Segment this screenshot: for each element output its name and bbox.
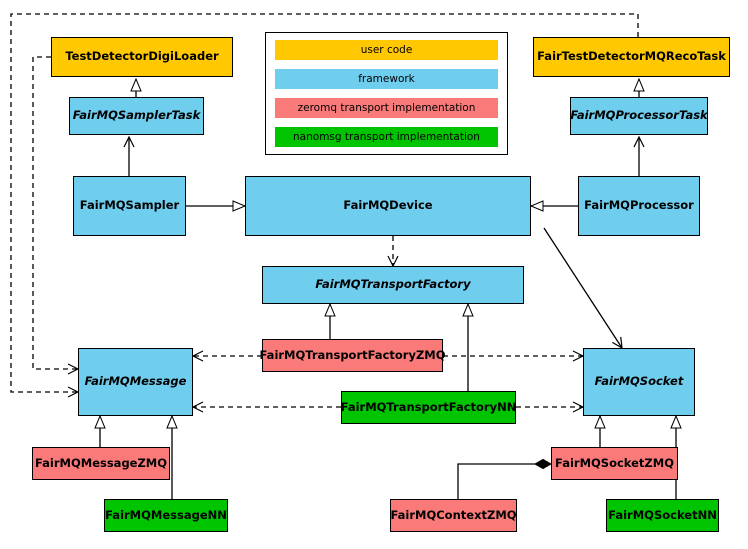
class-node-fairmqmessagenn[interactable]: FairMQMessageNN xyxy=(104,499,228,532)
class-label: FairMQSocketNN xyxy=(608,507,717,522)
class-node-testdetectordigiloader[interactable]: TestDetectorDigiLoader xyxy=(51,37,233,77)
class-node-fairmqsocket[interactable]: FairMQSocket xyxy=(583,348,695,416)
legend-item-zeromq: zeromq transport implementation xyxy=(275,98,498,118)
class-node-fairmqmessagezmq[interactable]: FairMQMessageZMQ xyxy=(32,447,170,480)
legend-box: user code framework zeromq transport imp… xyxy=(265,32,508,155)
class-node-fairmqprocessortask[interactable]: FairMQProcessorTask xyxy=(570,97,708,135)
class-node-fairmqtransportfactorynn[interactable]: FairMQTransportFactoryNN xyxy=(341,391,516,424)
legend-item-nanomsg: nanomsg transport implementation xyxy=(275,127,498,147)
legend-label-user-code: user code xyxy=(360,44,413,56)
class-label: FairMQTransportFactory xyxy=(315,277,471,292)
class-node-fairmqprocessor[interactable]: FairMQProcessor xyxy=(578,176,700,236)
class-label: FairMQDevice xyxy=(343,198,433,213)
edge-association-device-socket xyxy=(543,227,622,348)
class-node-fairmqtransportfactoryzmq[interactable]: FairMQTransportFactoryZMQ xyxy=(259,339,446,372)
class-node-fairmqsampler[interactable]: FairMQSampler xyxy=(73,176,186,236)
legend-label-framework: framework xyxy=(358,73,415,85)
class-label: FairMQSampler xyxy=(79,198,180,213)
class-label: FairMQSocket xyxy=(594,374,684,389)
class-node-fairmqsamplertask[interactable]: FairMQSamplerTask xyxy=(69,97,204,135)
class-label: FairMQContextZMQ xyxy=(390,507,517,522)
legend-item-framework: framework xyxy=(275,69,498,89)
class-node-fairmqmessage[interactable]: FairMQMessage xyxy=(78,348,193,416)
class-node-fairmqtransportfactory[interactable]: FairMQTransportFactory xyxy=(262,266,524,304)
class-label: FairMQProcessor xyxy=(584,198,694,213)
class-node-fairmqdevice[interactable]: FairMQDevice xyxy=(245,176,531,236)
class-label: FairMQMessageZMQ xyxy=(34,455,168,470)
class-label: TestDetectorDigiLoader xyxy=(65,49,219,64)
class-node-fairmqsocketnn[interactable]: FairMQSocketNN xyxy=(606,499,719,532)
class-label: FairMQMessage xyxy=(84,374,187,389)
class-node-fairmqcontextzmq[interactable]: FairMQContextZMQ xyxy=(390,499,517,532)
class-label: FairMQProcessorTask xyxy=(570,108,708,123)
class-label: FairMQSocketZMQ xyxy=(555,455,674,470)
class-label: FairTestDetectorMQRecoTask xyxy=(537,49,726,64)
edge-composition-contextzmq-socketzmq xyxy=(457,464,551,499)
legend-item-user-code: user code xyxy=(275,40,498,60)
class-label: FairMQTransportFactoryZMQ xyxy=(259,347,446,362)
legend-label-zeromq: zeromq transport implementation xyxy=(297,102,476,114)
class-label: FairMQTransportFactoryNN xyxy=(340,399,517,414)
class-label: FairMQSamplerTask xyxy=(72,108,201,123)
class-node-fairmqsocketzmq[interactable]: FairMQSocketZMQ xyxy=(551,447,678,480)
legend-label-nanomsg: nanomsg transport implementation xyxy=(293,131,480,143)
class-node-fairtestdetectormqrecotask[interactable]: FairTestDetectorMQRecoTask xyxy=(533,37,730,77)
class-label: FairMQMessageNN xyxy=(105,507,227,522)
